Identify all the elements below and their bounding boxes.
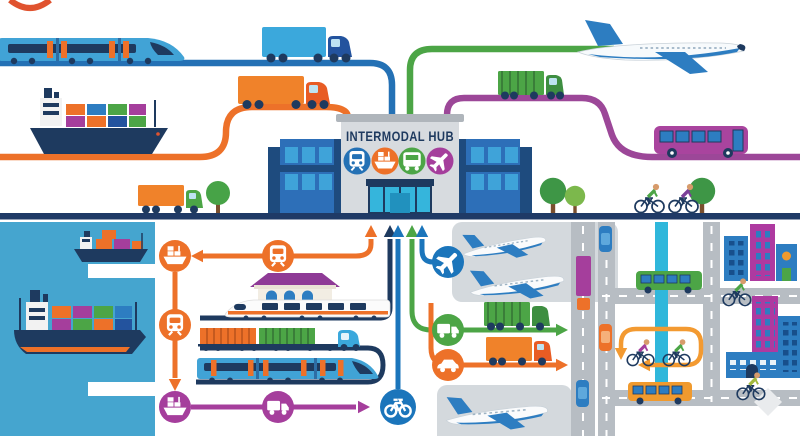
- small-container-ship: [74, 230, 148, 262]
- train-station: [250, 273, 340, 303]
- city-buildings-bottom: [726, 296, 800, 378]
- high-speed-train-bottom: [197, 358, 379, 384]
- green-delivery-truck: [484, 302, 550, 331]
- container-ship-top: [30, 88, 168, 154]
- train-icon-node: [159, 309, 191, 341]
- orange-delivery-truck: [486, 337, 552, 366]
- green-route-line: [406, 45, 614, 118]
- small-house: [776, 244, 797, 281]
- city-bus-purple: [654, 126, 748, 158]
- bike-loop: [618, 326, 704, 368]
- orange-car-topview: [599, 324, 612, 351]
- train-icon-node: [262, 240, 294, 272]
- delivery-truck-ground: [138, 185, 203, 214]
- road-diamond: [754, 388, 782, 416]
- blue-route-line: [0, 59, 396, 118]
- plane-icon: [425, 147, 454, 176]
- dock: [88, 264, 155, 278]
- entrance-door: [390, 193, 410, 213]
- dock: [88, 382, 155, 396]
- flow-nodes: [159, 240, 464, 425]
- high-speed-train-top: [0, 38, 185, 65]
- large-container-ship: [14, 290, 146, 354]
- ship-icon-node: [159, 240, 191, 272]
- green-bus: [636, 271, 702, 294]
- orange-bus: [628, 382, 692, 405]
- bus-icon: [398, 147, 426, 175]
- blue-car-topview-2: [576, 380, 589, 407]
- ship-icon-node: [159, 391, 191, 423]
- rail-line-b: [196, 345, 386, 385]
- blue-car-topview: [599, 226, 612, 252]
- train-icon: [343, 147, 371, 175]
- truck-icon-node: [262, 391, 294, 423]
- orange-route-line: [0, 103, 352, 161]
- bike-lane: [655, 222, 668, 392]
- airliner-top-right: [576, 20, 746, 74]
- bike-icon-node: [380, 389, 416, 425]
- intercity-train: [224, 299, 391, 321]
- hub-title: INTERMODAL HUB: [346, 128, 454, 144]
- wing-windows: [285, 147, 518, 190]
- plane-flow-line: [419, 239, 434, 265]
- truck-icon-node: [432, 314, 464, 346]
- blue-container-truck: [262, 27, 352, 63]
- intermodal-hub-building: INTERMODAL HUB: [268, 114, 532, 214]
- ground-line: [0, 213, 800, 220]
- orange-container-truck: [238, 76, 330, 109]
- green-container-truck: [498, 71, 564, 100]
- entrance-awning: [366, 179, 434, 186]
- hub-mode-badges: [343, 147, 454, 176]
- plane-icon-node: [431, 246, 464, 279]
- car-icon-node: [432, 349, 464, 381]
- container-freight-truck: [198, 328, 360, 351]
- red-arc: [8, 0, 52, 11]
- orange-flow-line: [196, 239, 374, 259]
- ship-icon: [371, 147, 399, 175]
- purple-truck-topview: [576, 256, 591, 310]
- city-buildings-top: [724, 224, 797, 281]
- purple-route-line: [443, 94, 800, 161]
